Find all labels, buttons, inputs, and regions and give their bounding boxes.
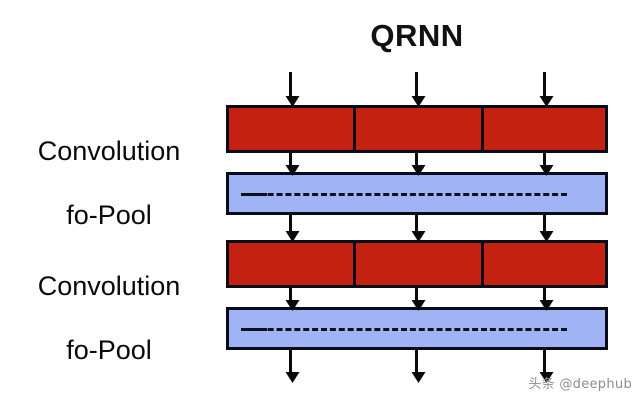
input-arrow-3-shaft <box>543 72 546 96</box>
conv1-to-pool1-arrow-1-shaft <box>289 153 292 165</box>
input-arrow-3-head-icon <box>539 96 553 107</box>
conv1-to-pool1-arrow-1-head-icon <box>285 165 299 176</box>
conv1-to-pool1-arrow-3-head-icon <box>539 165 553 176</box>
output-arrow-1-shaft <box>289 350 292 372</box>
conv2-to-pool2-arrow-1-head-icon <box>285 300 299 311</box>
input-arrow-2-shaft <box>415 72 418 96</box>
pool1-to-conv2-arrow-1-head-icon <box>285 231 299 242</box>
segment-divider <box>481 108 484 150</box>
segment-divider <box>481 243 484 285</box>
pool1-to-conv2-arrow-1-shaft <box>289 215 292 231</box>
output-arrow-2-head-icon <box>411 372 425 383</box>
pool1-to-conv2-arrow-2-shaft <box>415 215 418 231</box>
input-arrow-2-head-icon <box>411 96 425 107</box>
conv1-to-pool1-arrow-2-head-icon <box>411 165 425 176</box>
output-arrow-3-head-icon <box>539 372 553 383</box>
conv2-to-pool2-arrow-2-shaft <box>415 288 418 300</box>
recurrent-flow-dashed-line <box>241 192 567 196</box>
conv2-to-pool2-arrow-1-shaft <box>289 288 292 300</box>
convolution-band-2 <box>226 240 608 288</box>
watermark: 头条 @deephub <box>528 377 632 392</box>
output-arrow-2-shaft <box>415 350 418 372</box>
recurrent-flow-line-start <box>241 192 267 196</box>
fo-pool-band-1 <box>226 172 608 215</box>
conv2-to-pool2-arrow-2-head-icon <box>411 300 425 311</box>
row-label-convolution-1: Convolution <box>37 136 181 166</box>
fo-pool-band-2 <box>226 307 608 350</box>
row-label-fo-pool-1: fo-Pool <box>66 200 152 230</box>
output-arrow-3-shaft <box>543 350 546 372</box>
pool1-to-conv2-arrow-3-shaft <box>543 215 546 231</box>
input-arrow-1-shaft <box>289 72 292 96</box>
pool1-to-conv2-arrow-3-head-icon <box>539 231 553 242</box>
recurrent-flow-line-start <box>241 327 267 331</box>
segment-divider <box>353 108 356 150</box>
input-arrow-1-head-icon <box>285 96 299 107</box>
conv1-to-pool1-arrow-2-shaft <box>415 153 418 165</box>
conv2-to-pool2-arrow-3-shaft <box>543 288 546 300</box>
row-label-fo-pool-2: fo-Pool <box>66 335 152 365</box>
page-title-text: QRNN <box>370 18 464 53</box>
recurrent-flow-dashed-line <box>241 327 567 331</box>
conv2-to-pool2-arrow-3-head-icon <box>539 300 553 311</box>
convolution-band-1 <box>226 105 608 153</box>
output-arrow-1-head-icon <box>285 372 299 383</box>
page-title: QRNN <box>0 18 640 54</box>
row-label-convolution-2: Convolution <box>37 271 181 301</box>
conv1-to-pool1-arrow-3-shaft <box>543 153 546 165</box>
pool1-to-conv2-arrow-2-head-icon <box>411 231 425 242</box>
segment-divider <box>353 243 356 285</box>
